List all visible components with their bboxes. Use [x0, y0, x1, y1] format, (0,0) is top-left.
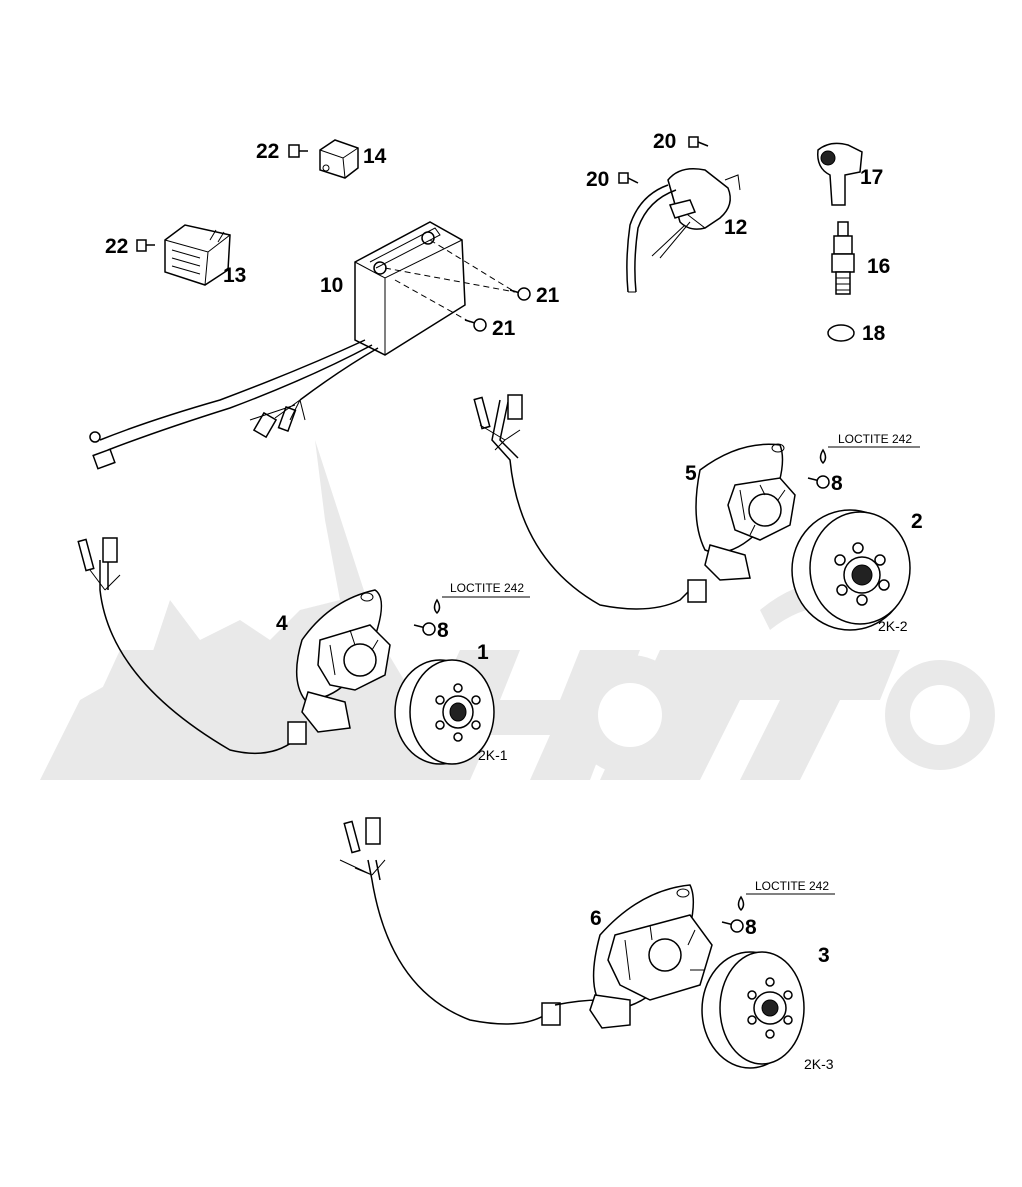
sealing-ring-part-18: [827, 324, 855, 342]
callout-2: 2: [911, 510, 923, 533]
loctite-drop-2: [433, 596, 530, 615]
callout-8-middle: 8: [437, 619, 449, 642]
flywheel-part-2: [791, 509, 911, 631]
ignition-coil-part-12: [626, 168, 741, 293]
callout-20-lower: 20: [586, 168, 609, 191]
flywheel-part-1: [394, 659, 495, 765]
callout-21-lower: 21: [492, 317, 516, 340]
spark-plug-cap-part-17: [817, 142, 863, 206]
callout-10: 10: [320, 274, 343, 297]
bolt-8-upper: [807, 475, 830, 489]
bolt-8-middle: [413, 622, 436, 636]
callout-5: 5: [685, 462, 697, 485]
stator-part-6: [339, 817, 713, 1029]
stator-part-5: [473, 394, 796, 610]
callout-22-upper: 22: [256, 140, 279, 163]
callout-4: 4: [276, 612, 288, 635]
callout-12: 12: [724, 216, 747, 239]
stator-part-4: [77, 537, 391, 755]
spark-plug-part-16: [831, 221, 855, 295]
bolt-22-upper: [288, 144, 308, 158]
callout-17: 17: [860, 166, 883, 189]
callout-20-upper: 20: [653, 130, 676, 153]
callout-1: 1: [477, 641, 489, 664]
cdi-unit-part-10: [89, 221, 516, 470]
callout-14: 14: [363, 145, 387, 168]
bolt-22-lower: [136, 239, 155, 252]
loctite-drop-1: [819, 446, 920, 465]
callout-16: 16: [867, 255, 890, 278]
bolt-20-lower: [618, 172, 639, 184]
callout-13: 13: [223, 264, 246, 287]
bolt-21-upper: [509, 287, 531, 301]
loctite-note-middle: LOCTITE 242: [450, 581, 524, 595]
bolt-20-upper: [688, 136, 709, 148]
kit-label-2k-2: 2K-2: [878, 618, 908, 634]
bolt-8-lower: [721, 919, 744, 933]
callout-21-upper: 21: [536, 284, 560, 307]
kit-label-2k-1: 2K-1: [478, 747, 508, 763]
loctite-drop-3: [737, 893, 835, 912]
flywheel-part-3: [701, 951, 805, 1069]
kit-label-2k-3: 2K-3: [804, 1056, 834, 1072]
loctite-note-upper: LOCTITE 242: [838, 432, 912, 446]
loctite-note-lower: LOCTITE 242: [755, 879, 829, 893]
callout-8-upper: 8: [831, 472, 843, 495]
callout-22-lower: 22: [105, 235, 128, 258]
callout-8-lower: 8: [745, 916, 757, 939]
relay-part-14: [319, 139, 359, 179]
callout-18: 18: [862, 322, 886, 345]
callout-3: 3: [818, 944, 830, 967]
voltage-regulator-part-13: [164, 224, 231, 286]
bolt-21-lower: [464, 318, 487, 332]
callout-6: 6: [590, 907, 602, 930]
